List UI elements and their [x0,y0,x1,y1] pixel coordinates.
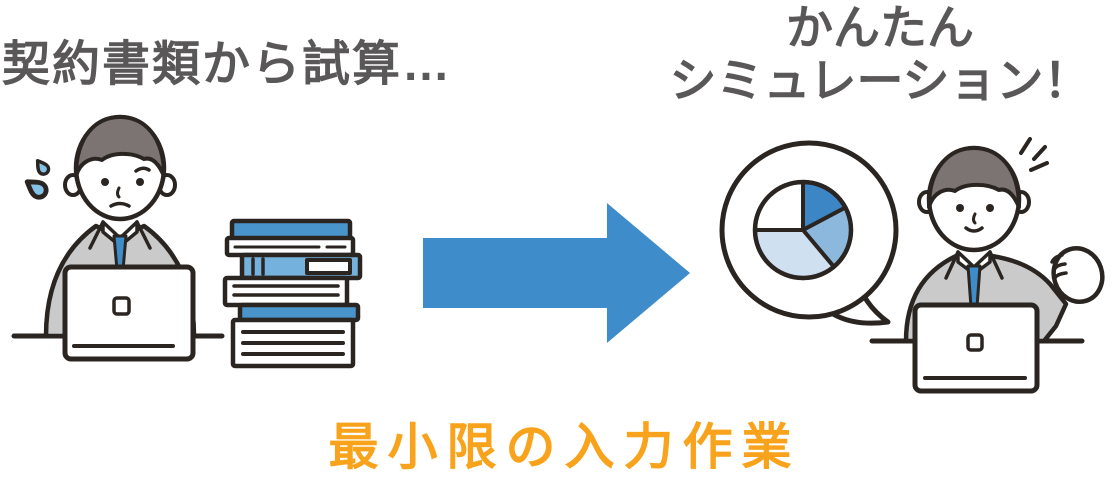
laptop-logo [966,333,984,352]
eye [956,204,964,212]
laptop-logo [112,296,131,316]
caption-bottom: 最小限の入力作業 [328,419,801,475]
right-arrow-icon [423,203,690,343]
excitement-lines-icon [1019,137,1049,172]
nose [116,186,121,199]
hair [927,146,1021,209]
worried-mouth [109,201,131,208]
laptop-icon [912,302,1040,394]
hair [74,115,166,178]
caption-after-line1: かんたん [786,1,974,54]
book-label [305,258,352,275]
laptop-icon [62,264,196,362]
eye [101,178,109,186]
lapels [944,250,1004,280]
lapels [88,220,152,250]
document-stack-icon [222,218,363,369]
worried-eyebrow [134,166,151,173]
eye [986,204,994,212]
caption-after-line2: シミュレーション！ [669,53,1091,107]
caption-after: かんたん シミュレーション！ [640,1,1120,107]
sweat-drops-icon [24,159,51,200]
knuckles [1050,253,1068,280]
person-head [63,114,177,222]
happy-person-illustration [869,137,1105,394]
necktie [966,264,982,309]
caption-before: 契約書類から試算… [2,38,453,91]
eye [136,178,144,186]
smile-mouth [964,226,984,233]
pie-chart-icon [752,179,854,281]
raised-fist [1050,246,1105,304]
worried-person-illustration [11,114,225,362]
nose [972,212,977,225]
person-head [917,145,1031,253]
book [222,275,350,308]
speech-bubble-icon [719,140,899,326]
